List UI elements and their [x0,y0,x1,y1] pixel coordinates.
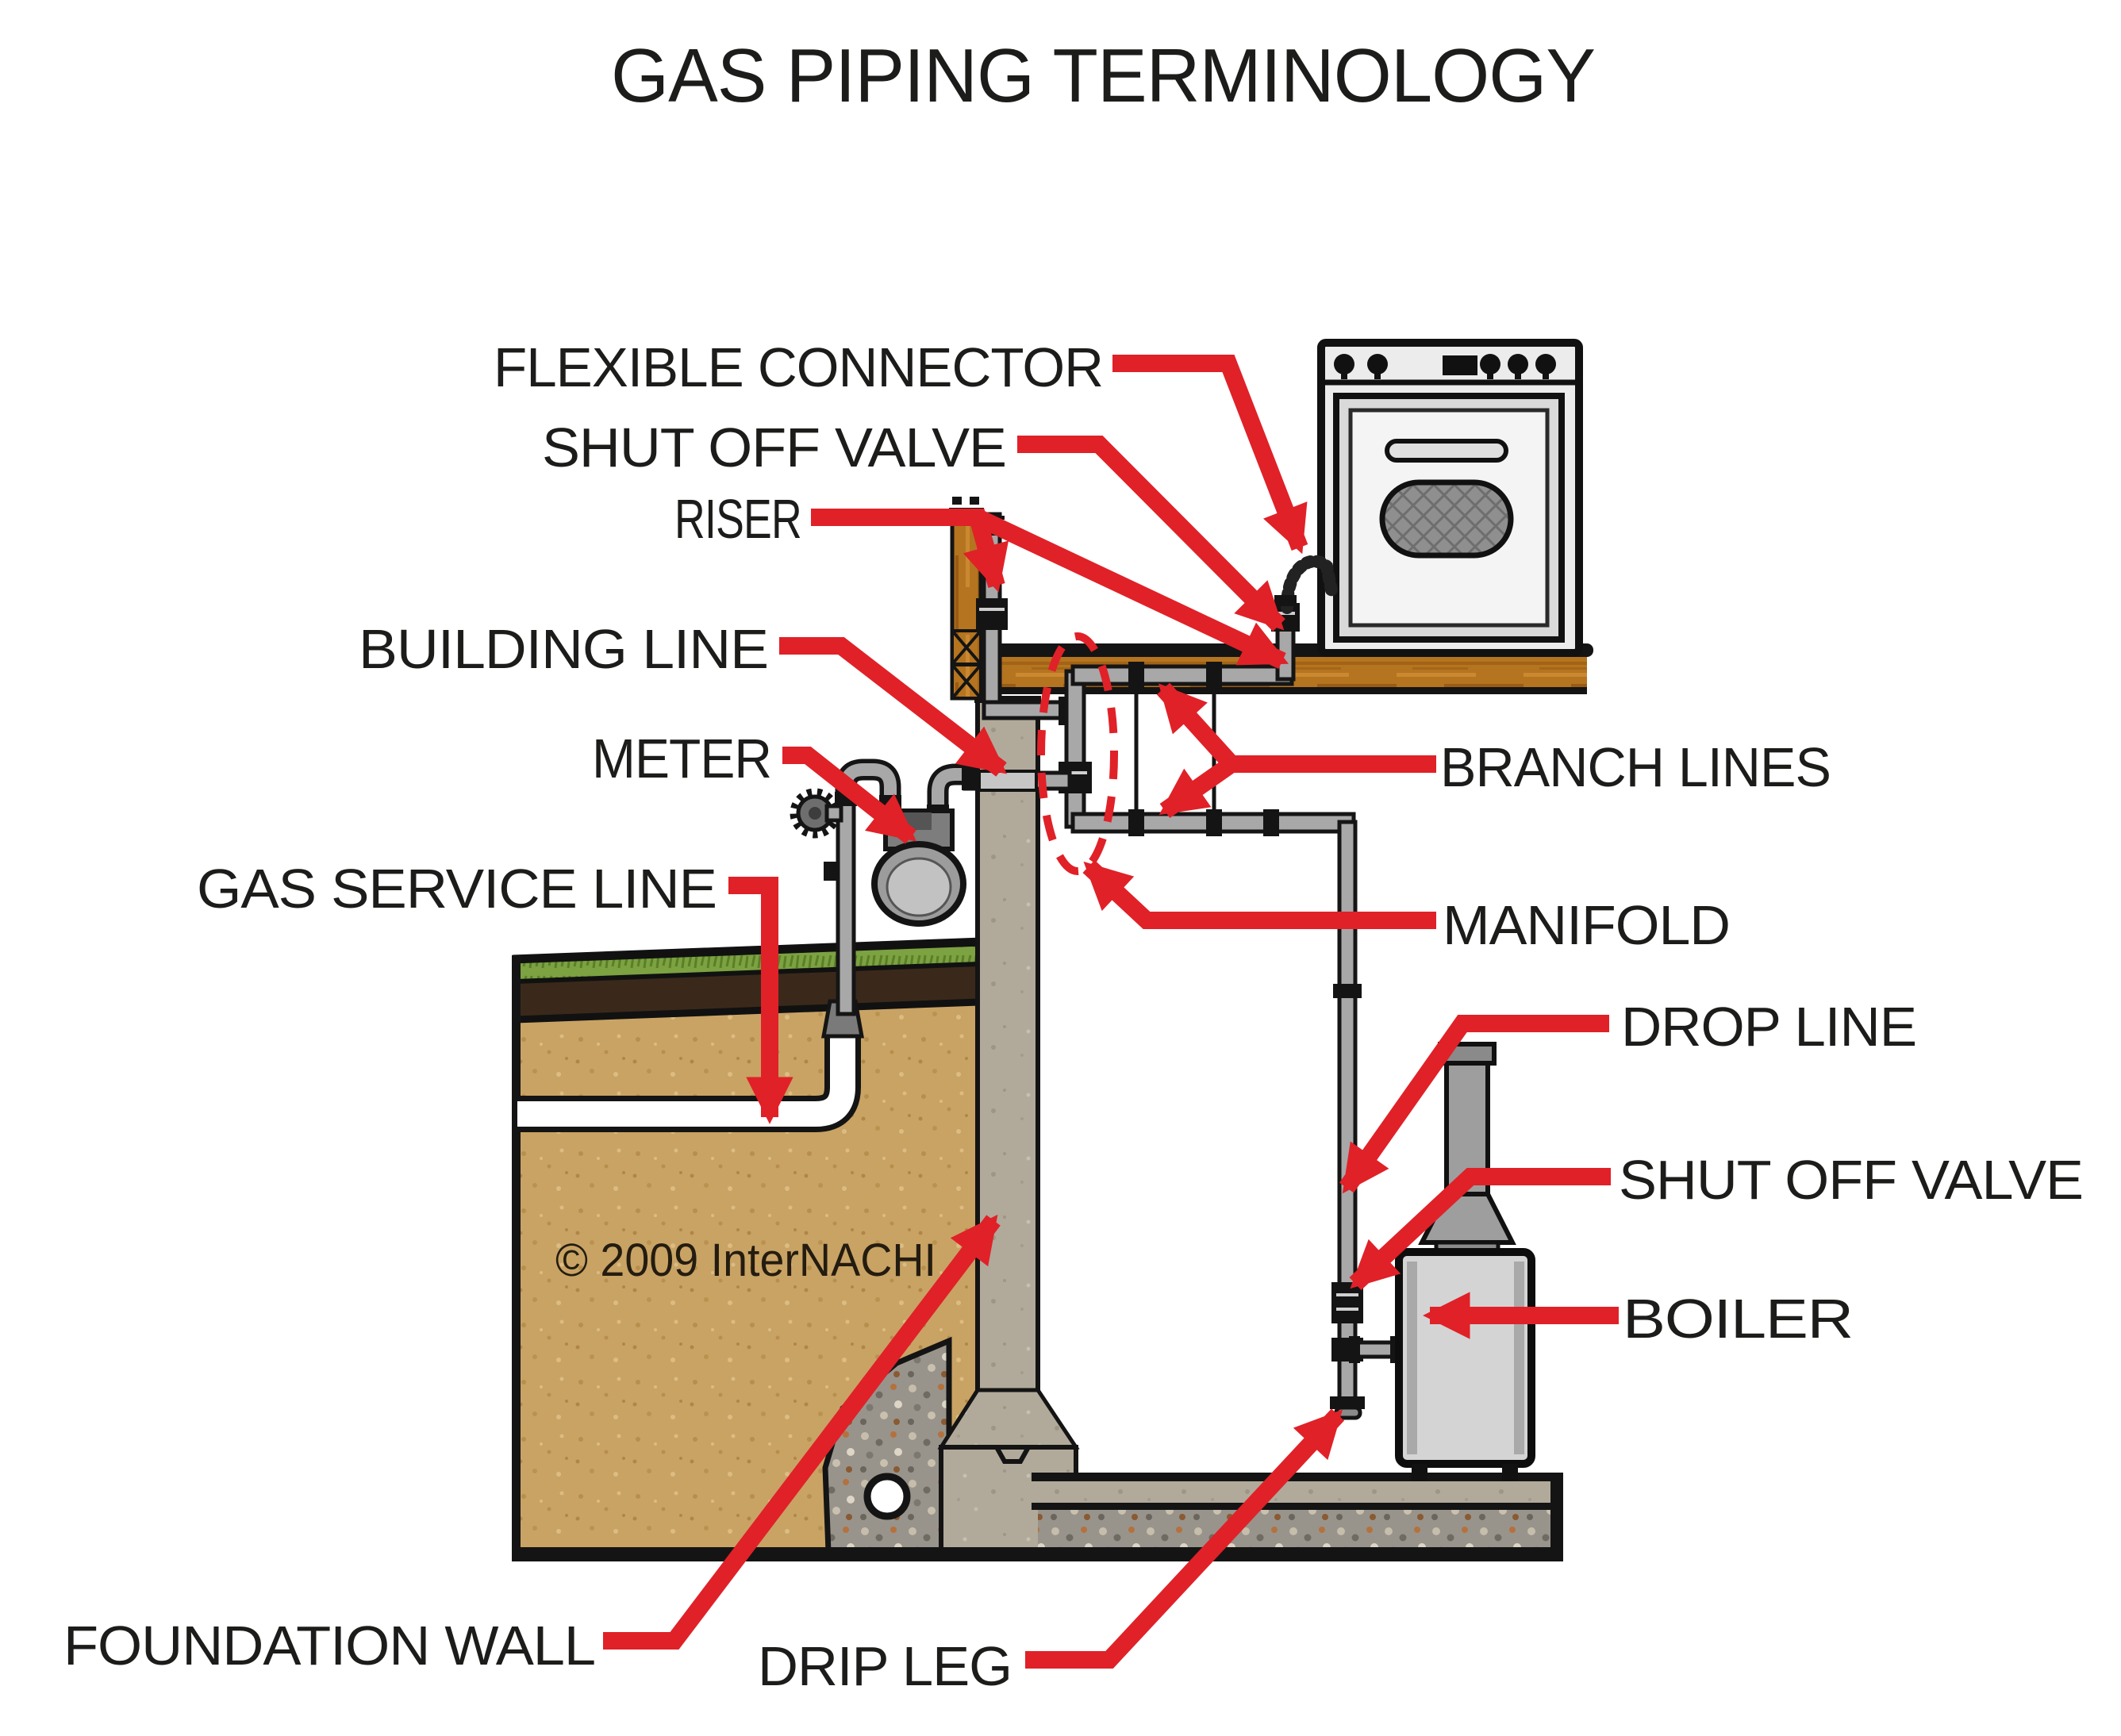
soil-left-border [512,955,521,1557]
callout-drip-leg [1025,1408,1345,1669]
label-building-line: BUILDING LINE [359,618,768,680]
label-shut-off-valve-bottom: SHUT OFF VALVE [1619,1149,2083,1211]
drain-tile-pipe [863,1473,911,1520]
callout-foundation-wall [603,1214,1001,1650]
callout-flexible-connector [1112,355,1308,555]
label-shut-off-valve-top: SHUT OFF VALVE [542,417,1006,478]
callout-gas-service-line [728,877,793,1124]
callout-shut-off-valve-top [1017,436,1285,632]
gas-range [1317,339,1583,657]
gas-service-line-pipe [517,999,864,1132]
callout-branch-lines-upper [1156,682,1239,770]
riser-tap-valve [824,862,840,881]
label-drop-line: DROP LINE [1621,996,1916,1058]
page-title: GAS PIPING TERMINOLOGY [611,33,1595,118]
control-display [1443,355,1477,375]
building-line-pipe [963,770,1072,792]
pressure-regulator [790,788,843,839]
label-manifold: MANIFOLD [1443,894,1730,956]
branch-line-lower [1070,809,1356,836]
slab-gravel-base [1038,1510,1555,1551]
callout-riser-b [974,509,1289,669]
piping [963,512,1405,1420]
boiler-leg [1502,1464,1518,1481]
meter-riser-pipe [836,797,856,1016]
callout-building-line [779,637,1008,777]
riser-valve [976,598,1008,630]
callout-meter [782,747,916,844]
boiler [1395,1042,1535,1481]
boiler-body [1395,1248,1535,1468]
label-flexible-connector: FLEXIBLE CONNECTOR [494,336,1103,398]
stud-blocking [951,629,982,700]
callout-branch-lines-lower [1158,756,1237,819]
label-riser: RISER [674,488,801,550]
grass-band [517,944,978,982]
burner-knobs [1334,354,1556,379]
manifold-highlight-ellipse [1037,632,1118,875]
copyright-text: © 2009 InterNACHI [555,1235,936,1286]
oven-window [1379,479,1514,559]
callout-manifold [1082,859,1436,929]
manifold-pipe [1059,669,1092,829]
boiler-shutoff-valve [1331,1282,1363,1323]
callout-drop-line [1339,1015,1609,1194]
label-gas-service-line: GAS SERVICE LINE [197,858,717,920]
foundation [512,696,1563,1561]
footing-keyway [994,1446,1031,1464]
oven-handle [1385,439,1508,463]
callout-shut-off-valve-bottom [1349,1168,1611,1291]
label-drip-leg: DRIP LEG [758,1635,1012,1697]
section-bottom-line [512,1547,1563,1561]
ground-section [512,937,983,1557]
label-boiler: BOILER [1623,1288,1853,1350]
basement-slab [1038,1479,1555,1506]
label-foundation-wall: FOUNDATION WALL [63,1615,595,1676]
grade-line [512,937,983,964]
boiler-leg [1412,1464,1427,1481]
sill-line [974,696,1041,703]
label-meter: METER [592,728,771,789]
foundation-wall [975,698,1040,1406]
callouts [603,355,1619,1669]
label-branch-lines: BRANCH LINES [1440,736,1831,798]
